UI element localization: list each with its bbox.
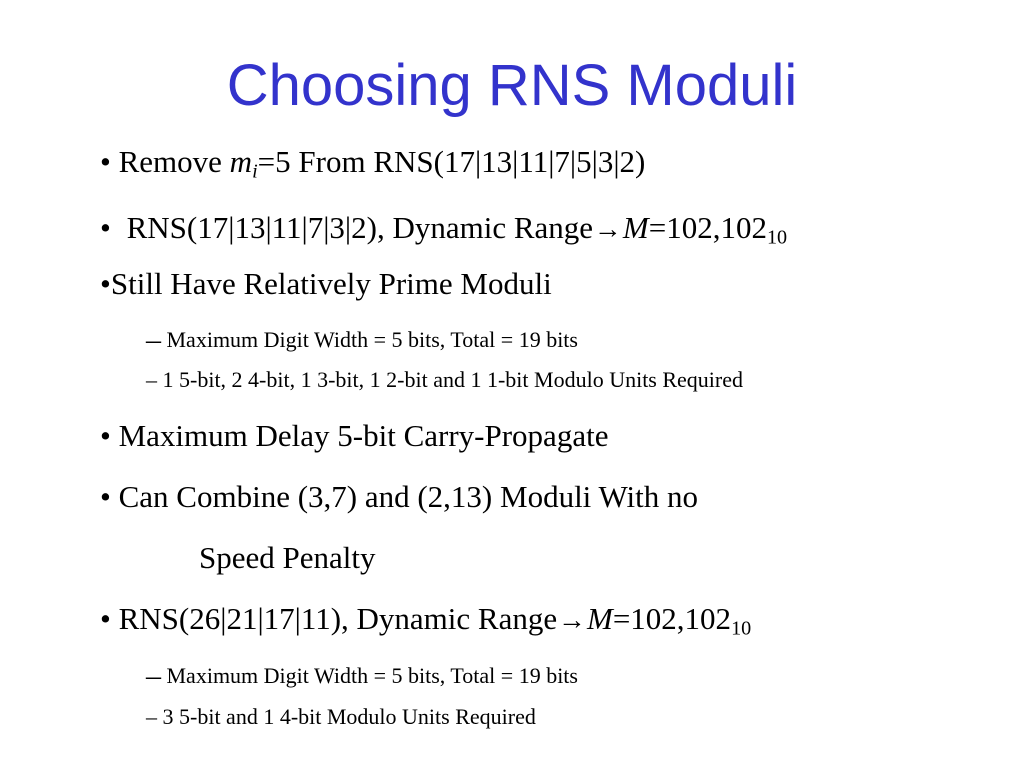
bullet-item-relatively-prime: •Still Have Relatively Prime Moduli	[100, 268, 552, 299]
bullet-item-remove-modulus: • Remove mi=5 From RNS(17|13|11|7|5|3|2)	[100, 144, 646, 182]
sub-item-text: 3 5-bit and 1 4-bit Modulo Units Require…	[162, 704, 536, 729]
sub-item-digit-width-1: – Maximum Digit Width = 5 bits, Total = …	[146, 325, 578, 355]
sub-item-modulo-units-2: – 3 5-bit and 1 4-bit Modulo Units Requi…	[146, 706, 536, 728]
bullet-text-pre: RNS(26|21|17|11), Dynamic Range	[118, 601, 558, 636]
bullet-marker: •	[100, 266, 111, 301]
bullet-marker: •	[100, 144, 111, 179]
bullet-marker: •	[100, 418, 111, 453]
bullet-text: Still Have Relatively Prime Moduli	[110, 266, 552, 301]
bullet-marker: •	[100, 601, 111, 636]
bullet-item-maximum-delay: • Maximum Delay 5-bit Carry-Propagate	[100, 420, 608, 451]
variable-M: M	[622, 210, 649, 245]
arrow-glyph: →	[594, 214, 622, 245]
sub-item-text: 1 5-bit, 2 4-bit, 1 3-bit, 1 2-bit and 1…	[162, 367, 744, 392]
sub-item-modulo-units-1: – 1 5-bit, 2 4-bit, 1 3-bit, 1 2-bit and…	[146, 369, 743, 391]
arrow-glyph: →	[558, 605, 586, 636]
dash-marker: –	[146, 367, 157, 392]
dash-marker: –	[146, 659, 161, 692]
bullet-item-speed-penalty-continuation: Speed Penalty	[199, 542, 376, 573]
base-subscript: 10	[766, 226, 788, 249]
bullet-text-post: =102,102	[612, 601, 732, 636]
bullet-item-rns-dynamic-range-1: • RNS(17|13|11|7|3|2), Dynamic Range→M=1…	[100, 210, 787, 248]
bullet-text-post: =102,102	[648, 210, 767, 245]
variable-M: M	[587, 601, 613, 636]
bullet-marker: •	[100, 210, 111, 245]
dash-marker: –	[146, 323, 161, 356]
base-subscript: 10	[731, 617, 752, 640]
variable-subscript-i: i	[252, 160, 258, 183]
sub-item-digit-width-2: – Maximum Digit Width = 5 bits, Total = …	[146, 661, 578, 691]
bullet-item-rns-dynamic-range-2: • RNS(26|21|17|11), Dynamic Range→M=102,…	[100, 601, 751, 639]
bullet-item-combine-moduli: • Can Combine (3,7) and (2,13) Moduli Wi…	[100, 481, 698, 512]
slide-title: Choosing RNS Moduli	[226, 53, 798, 118]
bullet-text: Speed Penalty	[199, 540, 376, 575]
sub-item-text: Maximum Digit Width = 5 bits, Total = 19…	[166, 663, 578, 688]
dash-marker: –	[146, 704, 157, 729]
sub-item-text: Maximum Digit Width = 5 bits, Total = 19…	[166, 327, 578, 352]
variable-m: m	[229, 144, 253, 179]
bullet-marker: •	[100, 479, 111, 514]
bullet-text: Maximum Delay 5-bit Carry-Propagate	[118, 418, 609, 453]
bullet-text-post: =5 From RNS(17|13|11|7|5|3|2)	[257, 144, 646, 179]
bullet-text: Can Combine (3,7) and (2,13) Moduli With…	[118, 479, 698, 514]
bullet-text-pre: RNS(17|13|11|7|3|2), Dynamic Range	[126, 210, 594, 245]
bullet-text-pre: Remove	[118, 144, 230, 179]
